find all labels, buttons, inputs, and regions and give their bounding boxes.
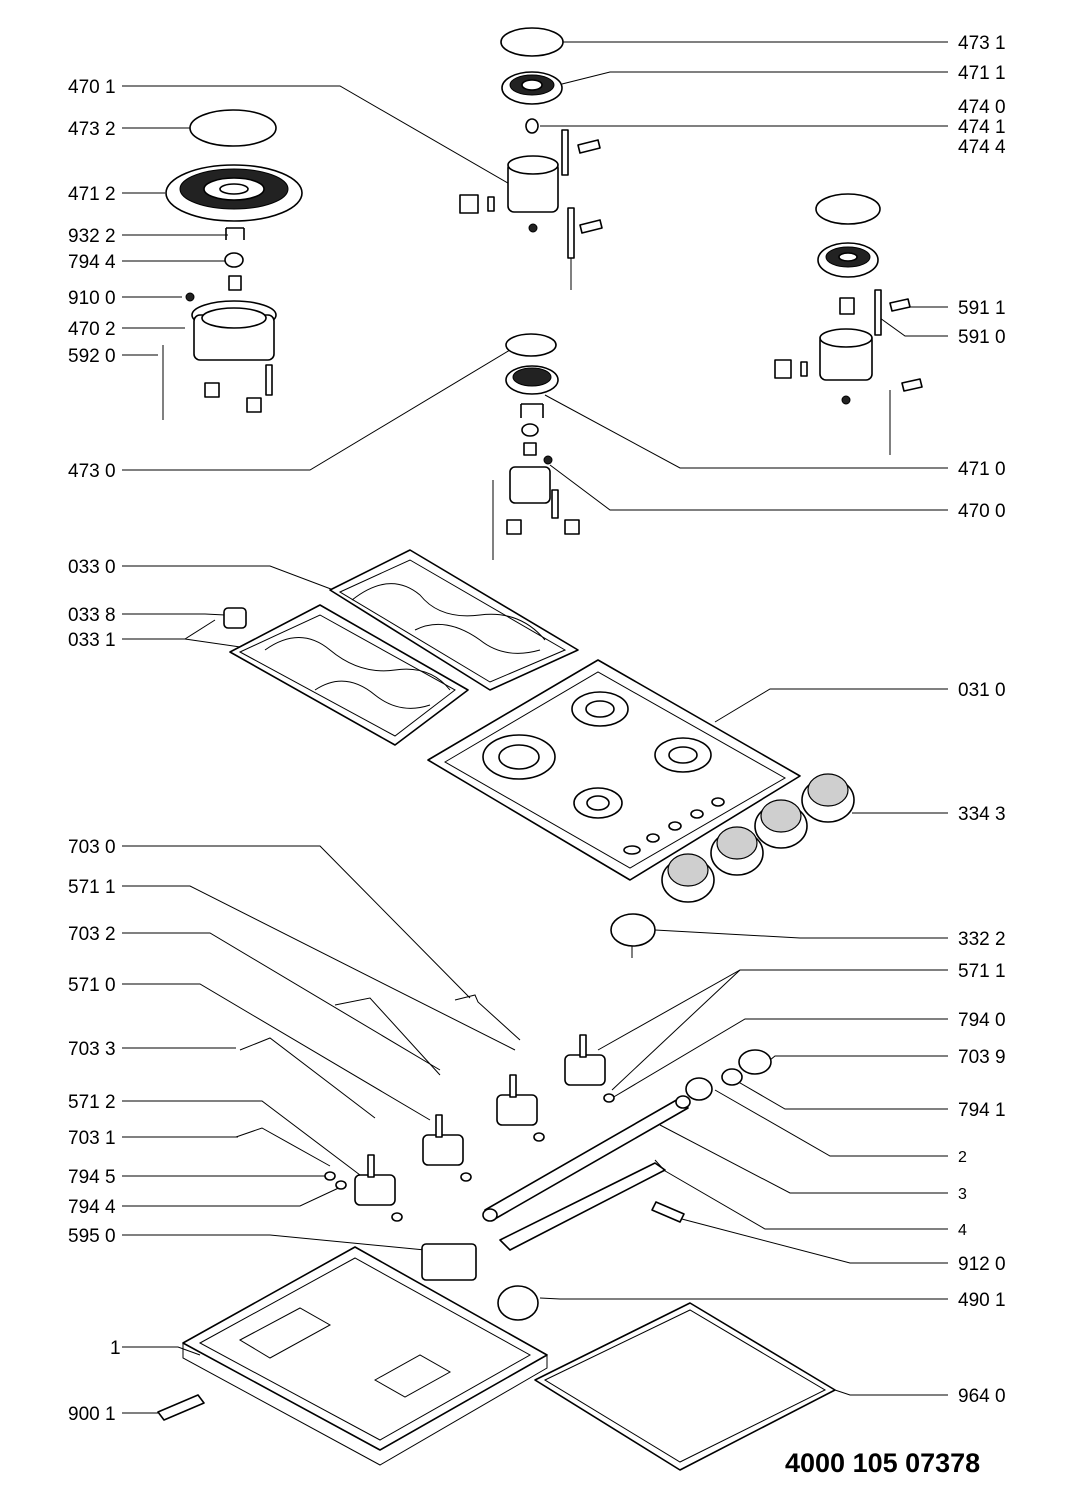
label-912-0: 912 0 bbox=[958, 1254, 1006, 1275]
label-703-0: 703 0 bbox=[68, 837, 116, 858]
burner-parts-left bbox=[162, 227, 277, 420]
label-471-2: 471 2 bbox=[68, 184, 116, 205]
label-591-1: 591 1 bbox=[958, 298, 1006, 319]
burner-center-small bbox=[492, 333, 580, 560]
burner-body-470-1 bbox=[459, 129, 603, 290]
label-932-2: 932 2 bbox=[68, 226, 116, 247]
label-4: 4 bbox=[958, 1222, 967, 1239]
label-703-1: 703 1 bbox=[68, 1128, 116, 1149]
label-471-0: 471 0 bbox=[958, 459, 1006, 480]
label-794-0: 794 0 bbox=[958, 1010, 1006, 1031]
label-571-1-left: 571 1 bbox=[68, 877, 116, 898]
document-number: 4000 105 07378 bbox=[785, 1448, 980, 1478]
gas-manifold bbox=[482, 1049, 772, 1251]
rubber-foot-033-8 bbox=[223, 607, 247, 629]
label-3: 3 bbox=[958, 1186, 967, 1203]
fixing-clip-900-1 bbox=[157, 1394, 205, 1421]
label-473-1: 473 1 bbox=[958, 33, 1006, 54]
label-470-1: 470 1 bbox=[68, 77, 116, 98]
label-964-0: 964 0 bbox=[958, 1386, 1006, 1407]
label-033-8: 033 8 bbox=[68, 605, 116, 626]
label-794-4-bottom: 794 4 bbox=[68, 1197, 116, 1218]
label-474-4: 474 4 bbox=[958, 137, 1006, 158]
pan-support-033-1 bbox=[229, 604, 469, 746]
label-595-0: 595 0 bbox=[68, 1226, 116, 1247]
label-703-9: 703 9 bbox=[958, 1047, 1006, 1068]
burner-cap-473-2 bbox=[189, 109, 277, 147]
ignition-button-332-2 bbox=[610, 913, 656, 958]
label-703-2: 703 2 bbox=[68, 924, 116, 945]
left-labels: 470 1 473 2 471 2 932 2 794 4 910 0 470 … bbox=[68, 77, 121, 1425]
label-490-1: 490 1 bbox=[958, 1290, 1006, 1311]
label-334-3: 334 3 bbox=[958, 804, 1006, 825]
label-033-1: 033 1 bbox=[68, 630, 116, 651]
label-473-0: 473 0 bbox=[68, 461, 116, 482]
burner-crown-471-2 bbox=[165, 164, 303, 222]
burner-right bbox=[774, 193, 923, 455]
label-571-0: 571 0 bbox=[68, 975, 116, 996]
label-571-2: 571 2 bbox=[68, 1092, 116, 1113]
label-592-0: 592 0 bbox=[68, 346, 116, 367]
label-794-5: 794 5 bbox=[68, 1167, 116, 1188]
label-474-0: 474 0 bbox=[958, 97, 1006, 118]
label-910-0: 910 0 bbox=[68, 288, 116, 309]
label-470-0: 470 0 bbox=[958, 501, 1006, 522]
gas-taps bbox=[324, 1034, 615, 1222]
control-knobs-334-3 bbox=[661, 773, 855, 903]
label-591-0: 591 0 bbox=[958, 327, 1006, 348]
label-2: 2 bbox=[958, 1149, 967, 1166]
pan-support-033-0 bbox=[329, 549, 579, 691]
label-703-3: 703 3 bbox=[68, 1039, 116, 1060]
label-471-1: 471 1 bbox=[958, 63, 1006, 84]
label-900-1: 900 1 bbox=[68, 1404, 116, 1425]
burner-holder-490-1 bbox=[497, 1285, 539, 1321]
label-470-2: 470 2 bbox=[68, 319, 116, 340]
hob-top-031-0 bbox=[427, 659, 801, 881]
gas-pipes bbox=[235, 994, 521, 1167]
label-031-0: 031 0 bbox=[958, 680, 1006, 701]
burner-crown-471-1 bbox=[501, 71, 563, 134]
label-794-1: 794 1 bbox=[958, 1100, 1006, 1121]
label-473-2: 473 2 bbox=[68, 119, 116, 140]
label-571-1-right: 571 1 bbox=[958, 961, 1006, 982]
base-tray-1 bbox=[182, 1246, 548, 1466]
label-033-0: 033 0 bbox=[68, 557, 116, 578]
right-labels: 473 1 471 1 474 0 474 1 474 4 591 1 591 … bbox=[958, 33, 1006, 1407]
label-794-4-top: 794 4 bbox=[68, 252, 116, 273]
spark-generator-595-0 bbox=[421, 1243, 477, 1281]
label-332-2: 332 2 bbox=[958, 929, 1006, 950]
seal-964-0 bbox=[534, 1302, 836, 1471]
label-1: 1 bbox=[110, 1338, 121, 1359]
burner-cap-473-1 bbox=[500, 27, 564, 57]
label-474-1: 474 1 bbox=[958, 117, 1006, 138]
leader-lines bbox=[122, 41, 948, 1414]
